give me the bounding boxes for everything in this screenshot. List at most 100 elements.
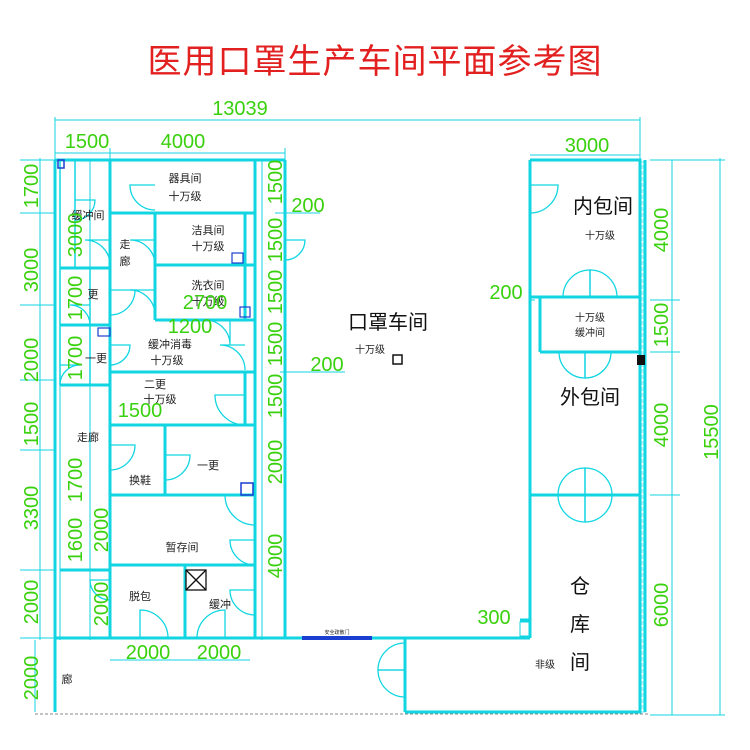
room-buffer-disinfect-grade: 十万级 [151,353,184,367]
hatch-cell [640,533,646,539]
hatch-cell [640,461,646,467]
dim-1200: 1200 [168,316,213,338]
hatch-cell [640,707,646,713]
room-mask-workshop-name: 口罩车间 [348,310,428,334]
dim-left-7: 2000 [21,656,43,701]
dim-200-c: 200 [489,282,522,304]
dim-inner-a2: 1700 [65,276,87,321]
hatch-cell [640,203,646,209]
dim-inner-c1: 2000 [91,508,113,553]
hatch-cell [640,647,646,653]
dim-bottom-a: 2000 [126,642,171,664]
hatch-cell [640,623,646,629]
hatch-cell [640,191,646,197]
hatch-cell [640,233,646,239]
hatch-cell [640,515,646,521]
hatch-cell [640,377,646,383]
room-buffer-left-name: 缓冲间 [72,208,105,222]
room-buffer-right-name: 缓冲间 [575,326,605,339]
hatch-cell [640,551,646,557]
hatch-cell [640,257,646,263]
hatch-cell [640,269,646,275]
hatch-cell [640,539,646,545]
hatch-cell [640,227,646,233]
room-cleaning-grade: 十万级 [192,239,225,253]
page-title: 医用口罩生产车间平面参考图 [147,42,603,82]
outer-walls [53,158,647,714]
room-inner-pack-name: 内包间 [573,194,633,218]
dim-right-2: 1500 [651,303,673,348]
dim-bottom-b: 2000 [197,642,242,664]
safety-exit-label: 安全疏散门 [324,629,349,636]
room-second-change-name: 二更 [144,378,166,391]
room-second-change-grade: 十万级 [144,392,177,406]
hatch-cell [640,437,646,443]
hatch-cell [640,281,646,287]
hatch-cell [640,455,646,461]
pass-box-marker [231,252,244,264]
hatch-cell [640,617,646,623]
room-laundry-name: 洗衣间 [192,278,225,292]
hatch-cell [640,341,646,347]
hatch-cell [640,383,646,389]
hatch-cell [640,677,646,683]
room-corridor-upper-char2: 廊 [120,254,131,268]
doors [59,184,618,698]
dim-inner-c2: 2000 [91,582,113,627]
room-buffer-disinfect-name: 缓冲消毒 [148,337,192,351]
room-laundry-grade: 十万级 [192,294,225,308]
dim-1500: 1500 [118,400,163,422]
hatch-cell [640,323,646,329]
hatch-cell [640,479,646,485]
room-equipment-grade: 十万级 [169,189,202,203]
dim-top-b: 4000 [161,131,206,153]
hatch-cell [640,587,646,593]
hatch-cell [640,449,646,455]
markers: 安全疏散门 [57,159,645,640]
dim-300: 300 [477,607,510,629]
hatch-cell [640,335,646,341]
hatch-cell [640,179,646,185]
hatch-cell [640,431,646,437]
warehouse-char-3: 间 [570,650,590,674]
room-change-upper-name: 更 [88,288,99,301]
hatch-cell [640,413,646,419]
hatch-cell [640,593,646,599]
hatch-cell [640,491,646,497]
pass-box-marker [57,159,65,169]
hatch-cell [640,305,646,311]
room-mask-workshop-grade: 十万级 [355,343,385,356]
dim-right-1: 4000 [651,208,673,253]
hatch-cell [640,329,646,335]
hatch-cell [640,407,646,413]
room-buffer-right-grade: 十万级 [575,311,605,324]
room-temp-storage-name: 暂存间 [166,540,199,554]
shaft-marker [185,569,207,591]
hatch-cell [640,311,646,317]
hatch-cell [640,221,646,227]
column-marker [392,354,403,365]
hatch-cell [640,185,646,191]
hatch-cell [640,569,646,575]
dim-center-7: 4000 [265,534,287,579]
hatch-cell [640,293,646,299]
room-unpack-name: 脱包 [129,589,151,603]
dim-top-a: 1500 [65,131,110,153]
hatch-cell [640,509,646,515]
dim-center-2: 1500 [265,218,287,263]
dimension-labels: 13039 1500 4000 3000 1700 3000 2000 1500… [21,98,723,700]
hatch-cell [640,245,646,251]
dim-total-width: 13039 [212,98,268,120]
hatch-cell [640,425,646,431]
hatch-cell [640,419,646,425]
dim-200-a: 200 [291,195,324,217]
hatch-cell [640,557,646,563]
hatch-cell [640,209,646,215]
dim-center-3: 1500 [265,270,287,315]
hatch-cell [640,701,646,707]
dim-left-6: 2000 [21,580,43,625]
dim-right-4: 6000 [651,583,673,628]
dim-inner-a1: 3000 [65,213,87,258]
pass-box-marker [240,482,254,496]
room-first-change-name: 一更 [197,459,219,472]
